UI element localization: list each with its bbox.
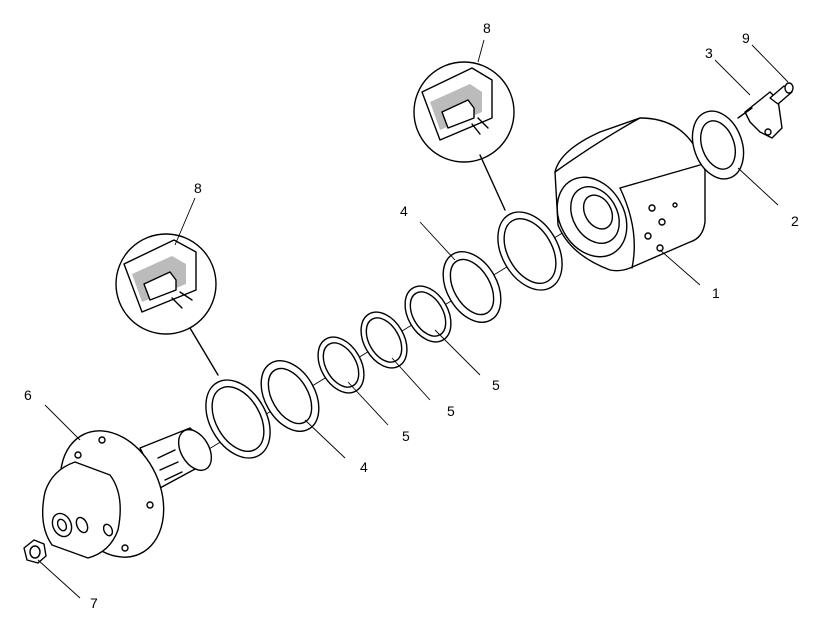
callout-4-upper: 4 — [400, 203, 408, 219]
callout-5-c: 5 — [402, 428, 410, 444]
detail-view-upper — [413, 61, 515, 211]
callout-5-b: 5 — [447, 403, 455, 419]
bracket-part — [737, 91, 783, 139]
spacer-upper-part — [442, 251, 502, 323]
housing-part — [554, 117, 706, 272]
callout-1: 1 — [712, 285, 720, 301]
flange-body-part — [42, 427, 213, 559]
ring-b-part — [360, 311, 408, 369]
callout-8-upper: 8 — [483, 20, 491, 36]
leader-lines — [37, 39, 789, 599]
ring-a-part — [404, 285, 452, 343]
spacer-lower-part — [260, 360, 320, 432]
callout-2: 2 — [791, 213, 799, 229]
nut-part — [23, 539, 47, 564]
detail-view-lower — [115, 233, 219, 376]
callout-5-a: 5 — [492, 377, 500, 393]
seal-ring-upper-part — [497, 211, 563, 291]
bolt-part — [769, 82, 794, 105]
callout-7: 7 — [90, 595, 98, 611]
callout-9: 9 — [742, 30, 750, 46]
callout-6: 6 — [24, 387, 32, 403]
seal-ring-lower-part — [205, 379, 271, 459]
callout-4-lower: 4 — [360, 459, 368, 475]
callout-8-lower: 8 — [194, 180, 202, 196]
ring-c-part — [317, 336, 365, 394]
callout-3: 3 — [705, 45, 713, 61]
seal-ring-right-part — [691, 110, 745, 180]
